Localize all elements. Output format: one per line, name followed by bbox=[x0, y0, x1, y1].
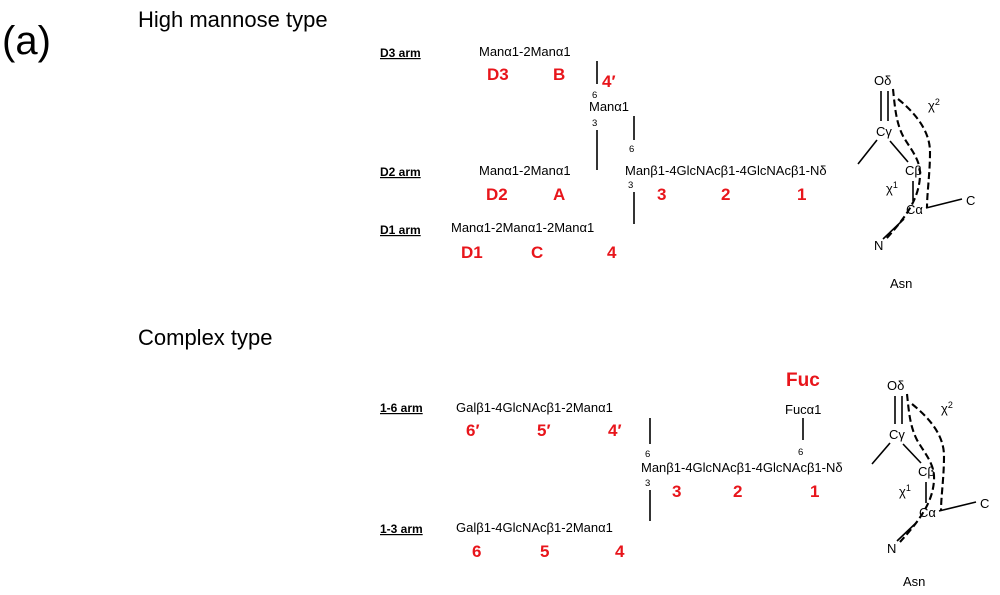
label-d2: D2 bbox=[486, 185, 508, 204]
ca-c-bond bbox=[925, 198, 963, 209]
c-carbon-complex: C bbox=[980, 496, 989, 511]
arm-1-3-label: 1-3 arm bbox=[380, 522, 423, 536]
panel-label: (a) bbox=[2, 19, 51, 63]
mid-linkage-3: 3 bbox=[592, 118, 597, 129]
d2-arm-label: D2 arm bbox=[380, 165, 421, 179]
chi2-label: χ2 bbox=[928, 97, 940, 113]
c-beta: Cβ bbox=[905, 163, 922, 178]
fuc-linkage-6: 6 bbox=[798, 447, 803, 458]
n-atom-complex: N bbox=[887, 541, 896, 556]
asn-residue-top: Oδ Cγ Cβ Cα C N χ2 χ1 Asn bbox=[857, 73, 975, 291]
hm-core-chain: Manβ1-4GlcNAcβ1-4GlcNAcβ1-Nδ bbox=[625, 163, 827, 178]
asn-residue-bottom: Oδ Cγ Cβ Cα C N χ2 χ1 Asn bbox=[871, 378, 989, 589]
high-mannose-title: High mannose type bbox=[138, 7, 328, 32]
c-alpha-complex: Cα bbox=[919, 505, 936, 520]
c-gamma: Cγ bbox=[876, 124, 892, 139]
chi2-dashed-curve-complex bbox=[911, 403, 946, 512]
o-delta-complex: Oδ bbox=[887, 378, 904, 393]
n-delta-bond bbox=[857, 139, 878, 165]
cg-cb-bond-complex bbox=[902, 443, 922, 464]
c-beta-complex: Cβ bbox=[918, 464, 935, 479]
chi1-dashed-curve bbox=[885, 88, 922, 240]
label-6-prime: 6′ bbox=[466, 421, 480, 440]
label-4-prime-complex: 4′ bbox=[608, 421, 622, 440]
asn-label-complex: Asn bbox=[903, 574, 925, 589]
arm-1-6-label: 1-6 arm bbox=[380, 401, 423, 415]
fuc-chain: Fucα1 bbox=[785, 402, 821, 417]
label-1: 1 bbox=[797, 185, 806, 204]
high-mannose-section: High mannose type D3 arm D2 arm D1 arm M… bbox=[138, 7, 975, 291]
arm16-chain: Galβ1-4GlcNAcβ1-2Manα1 bbox=[456, 400, 613, 415]
label-6: 6 bbox=[472, 542, 481, 561]
d1-chain: Manα1-2Manα1-2Manα1 bbox=[451, 220, 594, 235]
o-delta: Oδ bbox=[874, 73, 891, 88]
core-linkage-3: 3 bbox=[628, 180, 633, 191]
label-5-prime: 5′ bbox=[537, 421, 551, 440]
n-atom: N bbox=[874, 238, 883, 253]
d2-chain: Manα1-2Manα1 bbox=[479, 163, 571, 178]
label-d3: D3 bbox=[487, 65, 509, 84]
label-2: 2 bbox=[721, 185, 730, 204]
d3-linkage-6: 6 bbox=[592, 90, 597, 101]
d3-chain: Manα1-2Manα1 bbox=[479, 44, 571, 59]
label-c: C bbox=[531, 243, 543, 262]
chi1-dashed-curve-complex bbox=[899, 393, 936, 543]
complex-section: Complex type 1-6 arm 1-3 arm Fuc Fucα1 6… bbox=[138, 325, 989, 589]
fuc-label: Fuc bbox=[786, 370, 820, 391]
ca-c-bond-complex bbox=[938, 501, 977, 512]
arm16-linkage-6: 6 bbox=[645, 449, 650, 460]
mid-linkage-6: 6 bbox=[629, 144, 634, 155]
label-3: 3 bbox=[657, 185, 666, 204]
label-d1: D1 bbox=[461, 243, 483, 262]
complex-core-chain: Manβ1-4GlcNAcβ1-4GlcNAcβ1-Nδ bbox=[641, 460, 843, 475]
d3-arm-label: D3 arm bbox=[380, 46, 421, 60]
c-gamma-complex: Cγ bbox=[889, 427, 905, 442]
chi2-label-complex: χ2 bbox=[941, 400, 953, 416]
label-4: 4 bbox=[607, 243, 617, 262]
label-1-complex: 1 bbox=[810, 482, 819, 501]
n-delta-bond-complex bbox=[871, 442, 891, 465]
arm13-linkage-3: 3 bbox=[645, 478, 650, 489]
complex-title: Complex type bbox=[138, 325, 273, 350]
label-2-complex: 2 bbox=[733, 482, 742, 501]
label-4-prime: 4′ bbox=[602, 72, 616, 91]
cg-cb-bond bbox=[889, 140, 909, 163]
label-a: A bbox=[553, 185, 565, 204]
d1-arm-label: D1 arm bbox=[380, 223, 421, 237]
label-4-complex: 4 bbox=[615, 542, 625, 561]
label-3-complex: 3 bbox=[672, 482, 681, 501]
label-5: 5 bbox=[540, 542, 549, 561]
arm13-chain: Galβ1-4GlcNAcβ1-2Manα1 bbox=[456, 520, 613, 535]
chi1-label-complex: χ1 bbox=[899, 483, 911, 499]
chi2-dashed-curve bbox=[897, 98, 932, 209]
chi1-label: χ1 bbox=[886, 180, 898, 196]
c-alpha: Cα bbox=[906, 202, 923, 217]
label-b: B bbox=[553, 65, 565, 84]
c-carbon: C bbox=[966, 193, 975, 208]
mid-mannose: Manα1 bbox=[589, 99, 629, 114]
asn-label: Asn bbox=[890, 276, 912, 291]
